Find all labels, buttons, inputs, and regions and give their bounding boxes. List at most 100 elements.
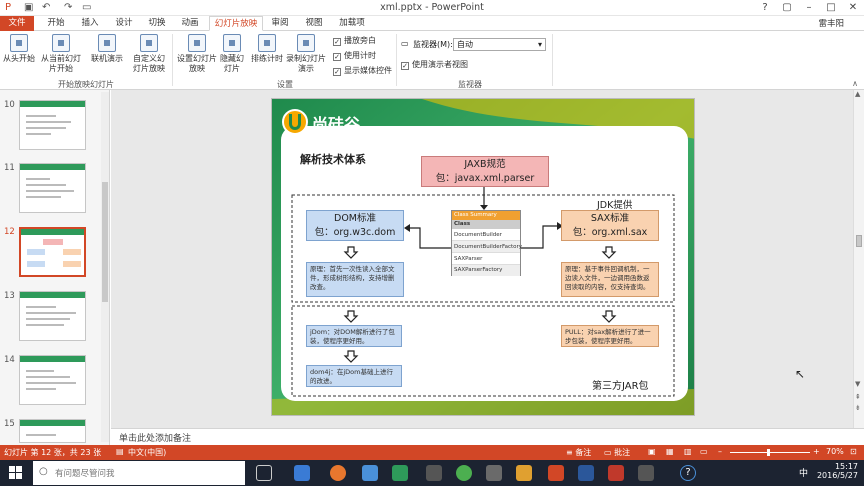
edge-icon[interactable] (294, 465, 310, 481)
presenter-view-checkbox[interactable]: ✓使用演示者视图 (401, 60, 468, 70)
group-label-start: 开始放映幻灯片 (58, 80, 114, 89)
app-icon[interactable] (638, 465, 654, 481)
fit-slide-icon[interactable]: ⊡ (850, 447, 857, 456)
spell-check-icon[interactable]: ▤ (116, 447, 124, 456)
tab-file[interactable]: 文件 (0, 16, 34, 31)
slide-canvas[interactable]: 尚硅谷 www.atguigu.com 解析技术体系 JAXB规范 包：java… (271, 98, 695, 416)
narration-checkbox[interactable]: ✓播放旁白 (333, 36, 376, 46)
dom-standard-box: DOM标准 包：org.w3c.dom (306, 210, 404, 241)
zoom-slider-handle[interactable] (767, 449, 770, 456)
from-beginning-button[interactable]: 从头开始 (2, 34, 36, 64)
table-row: SAXParserFactory (452, 265, 520, 276)
powerpoint-icon[interactable] (548, 465, 564, 481)
notes-pane[interactable]: 单击此处添加备注 (111, 428, 864, 445)
app-icon[interactable] (392, 465, 408, 481)
app-icon[interactable] (456, 465, 472, 481)
next-slide-icon[interactable]: ⇟ (855, 404, 861, 412)
setup-show-button[interactable]: 设置幻灯片放映 (176, 34, 218, 74)
globe-icon (98, 34, 116, 52)
maximize-button[interactable]: □ (826, 2, 836, 13)
tab-home[interactable]: 开始 (47, 18, 65, 28)
media-controls-checkbox[interactable]: ✓显示媒体控件 (333, 66, 392, 76)
slide-thumbnail[interactable] (19, 355, 86, 405)
normal-view-icon[interactable]: ▣ (648, 447, 656, 456)
slide-thumbnail-selected[interactable] (19, 227, 86, 277)
zoom-slider[interactable] (730, 449, 810, 456)
language-status[interactable]: 中文(中国) (128, 448, 167, 457)
ime-indicator[interactable]: 中 (798, 469, 808, 479)
taskbar-search[interactable]: ○ 有问题尽管问我 (33, 461, 245, 485)
previous-slide-icon[interactable]: ⇞ (855, 393, 861, 401)
folder-icon[interactable] (516, 465, 532, 481)
clock-date: 2016/5/27 (816, 471, 858, 480)
comments-toggle[interactable]: ▭ 批注 (604, 448, 631, 457)
tab-transitions[interactable]: 切换 (148, 18, 166, 28)
redo-icon[interactable]: ↷ (64, 2, 73, 13)
check-icon: ✓ (333, 53, 341, 61)
zoom-out-button[interactable]: – (718, 447, 722, 456)
slide-thumbnail[interactable] (19, 100, 86, 150)
app-icon[interactable] (426, 465, 442, 481)
notes-toggle[interactable]: ≡ 备注 (566, 448, 592, 457)
firefox-icon[interactable] (330, 465, 346, 481)
clock-time: 15:17 (834, 462, 858, 471)
pull-description: PULL：对sax解析进行了进一步包装，使程序更好用。 (561, 325, 659, 347)
reading-view-icon[interactable]: ▥ (684, 447, 692, 456)
ribbon-display-icon[interactable]: ▢ (782, 2, 792, 13)
app-icon[interactable] (362, 465, 378, 481)
notes-placeholder[interactable]: 单击此处添加备注 (119, 434, 192, 444)
tab-view[interactable]: 视图 (305, 18, 323, 28)
scroll-thumb[interactable] (856, 235, 862, 247)
record-show-button[interactable]: 录制幻灯片演示 (284, 34, 328, 74)
tab-insert[interactable]: 插入 (81, 18, 99, 28)
app-icon[interactable] (486, 465, 502, 481)
present-online-button[interactable]: 联机演示 (90, 34, 124, 64)
minimize-button[interactable]: – (806, 2, 812, 13)
zoom-in-button[interactable]: + (813, 447, 820, 456)
slideshow-quick-icon[interactable]: ▭ (82, 2, 92, 13)
word-icon[interactable] (578, 465, 594, 481)
monitor-label: 监视器(M): (413, 40, 453, 49)
hide-slide-button[interactable]: 隐藏幻灯片 (218, 34, 246, 74)
monitor-select[interactable]: 自动▾ (453, 38, 546, 51)
app-icon[interactable] (608, 465, 624, 481)
from-current-button[interactable]: 从当前幻灯片开始 (38, 34, 84, 74)
sax-package: 包：org.xml.sax (572, 227, 648, 238)
timings-checkbox[interactable]: ✓使用计时 (333, 51, 376, 61)
rehearse-timings-button[interactable]: 排练计时 (250, 34, 284, 64)
scroll-down-icon[interactable]: ▼ (855, 380, 861, 388)
user-name[interactable]: 雷丰阳 (818, 19, 844, 29)
undo-icon[interactable]: ↶ (42, 2, 51, 13)
tab-slideshow[interactable]: 幻灯片放映 (209, 16, 263, 31)
save-icon[interactable]: ▣ (24, 2, 34, 13)
setup-icon (188, 34, 206, 52)
system-tray[interactable]: 中 15:17 2016/5/27 (799, 462, 858, 480)
slide-thumbnail[interactable] (19, 419, 86, 443)
tab-animations[interactable]: 动画 (181, 18, 199, 28)
slide-number: 10 (4, 100, 15, 110)
windows-start-icon[interactable] (9, 466, 23, 480)
slide-thumbnail[interactable] (19, 291, 86, 341)
zoom-level[interactable]: 70% (826, 447, 844, 456)
custom-show-button[interactable]: 自定义幻灯片放映 (130, 34, 168, 74)
scroll-thumb[interactable] (102, 182, 108, 302)
scroll-up-icon[interactable]: ▲ (855, 90, 861, 98)
table-row: DocumentBuilderFactory (452, 241, 522, 253)
collapse-ribbon-icon[interactable]: ∧ (852, 79, 858, 88)
logo-url: www.atguigu.com (314, 130, 368, 137)
help-icon[interactable]: ? (680, 465, 696, 481)
slide-thumbnail[interactable] (19, 163, 86, 213)
slide-sorter-icon[interactable]: ▦ (666, 447, 674, 456)
slideshow-view-icon[interactable]: ▭ (700, 447, 708, 456)
help-icon[interactable]: ? (762, 2, 768, 13)
tab-review[interactable]: 审阅 (271, 18, 289, 28)
hide-slide-icon (223, 34, 241, 52)
close-button[interactable]: ✕ (848, 2, 858, 13)
tab-design[interactable]: 设计 (115, 18, 133, 28)
tab-addins[interactable]: 加载项 (339, 18, 365, 28)
third-party-label: 第三方JAR包 (592, 381, 649, 392)
thumbnail-scrollbar[interactable] (101, 92, 109, 442)
logo-text: 尚硅谷 (312, 115, 361, 134)
task-view-icon[interactable] (256, 465, 272, 481)
editor-scrollbar[interactable]: ▲ ▼ ⇞ ⇟ (853, 90, 864, 428)
